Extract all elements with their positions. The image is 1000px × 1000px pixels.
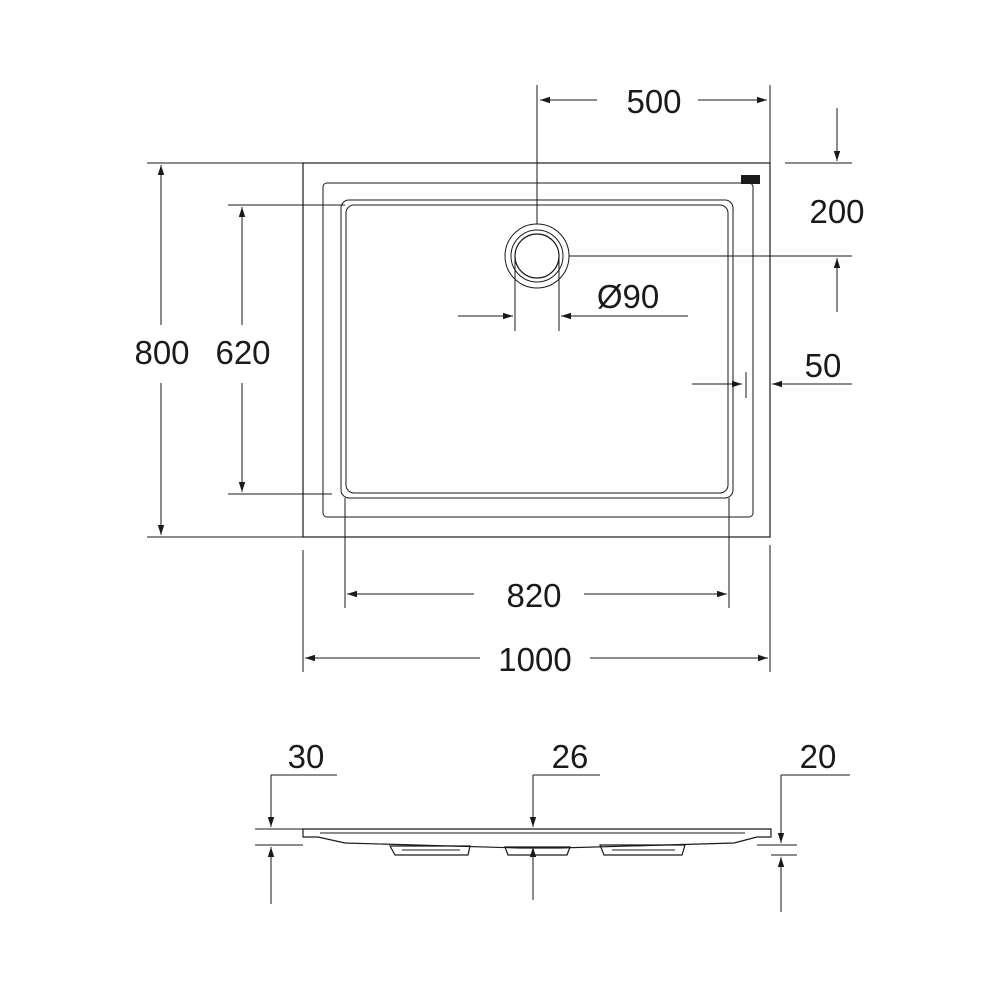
dim-rim-width: 50 bbox=[692, 347, 852, 388]
dim-drain-offset-x: 500 bbox=[536, 83, 771, 224]
label-1000: 1000 bbox=[498, 641, 571, 678]
logo-mark bbox=[741, 175, 760, 184]
plan-view: 500 200 Ø90 50 bbox=[134, 83, 864, 678]
label-diameter-90: Ø90 bbox=[597, 278, 659, 315]
label-500: 500 bbox=[626, 83, 681, 120]
dim-edge-height: 30 bbox=[255, 738, 337, 904]
label-200: 200 bbox=[809, 193, 864, 230]
label-26: 26 bbox=[552, 738, 589, 775]
tray-profile bbox=[302, 828, 772, 849]
dim-inner-depth: 620 bbox=[215, 204, 345, 495]
dim-drain-offset-y: 200 bbox=[569, 108, 865, 312]
support-foot-center bbox=[504, 846, 571, 856]
support-foot-left bbox=[388, 845, 471, 856]
tray-basin-inner-edge bbox=[345, 204, 729, 494]
tray-rim-edge bbox=[322, 182, 754, 518]
label-20: 20 bbox=[800, 738, 837, 775]
label-30: 30 bbox=[288, 738, 325, 775]
label-820: 820 bbox=[506, 577, 561, 614]
dim-inner-width: 820 bbox=[344, 498, 730, 614]
dim-center-height: 26 bbox=[529, 738, 600, 900]
support-foot-right bbox=[599, 844, 686, 856]
section-view: 30 26 20 bbox=[255, 738, 850, 912]
label-800: 800 bbox=[134, 334, 189, 371]
label-620: 620 bbox=[215, 334, 270, 371]
dim-rim-height: 20 bbox=[757, 738, 850, 912]
dim-overall-width: 1000 bbox=[302, 545, 771, 678]
dim-drain-diameter: Ø90 bbox=[458, 256, 688, 331]
tray-basin-edge bbox=[340, 199, 734, 499]
dim-overall-depth: 800 bbox=[134, 162, 303, 538]
label-50: 50 bbox=[805, 347, 842, 384]
